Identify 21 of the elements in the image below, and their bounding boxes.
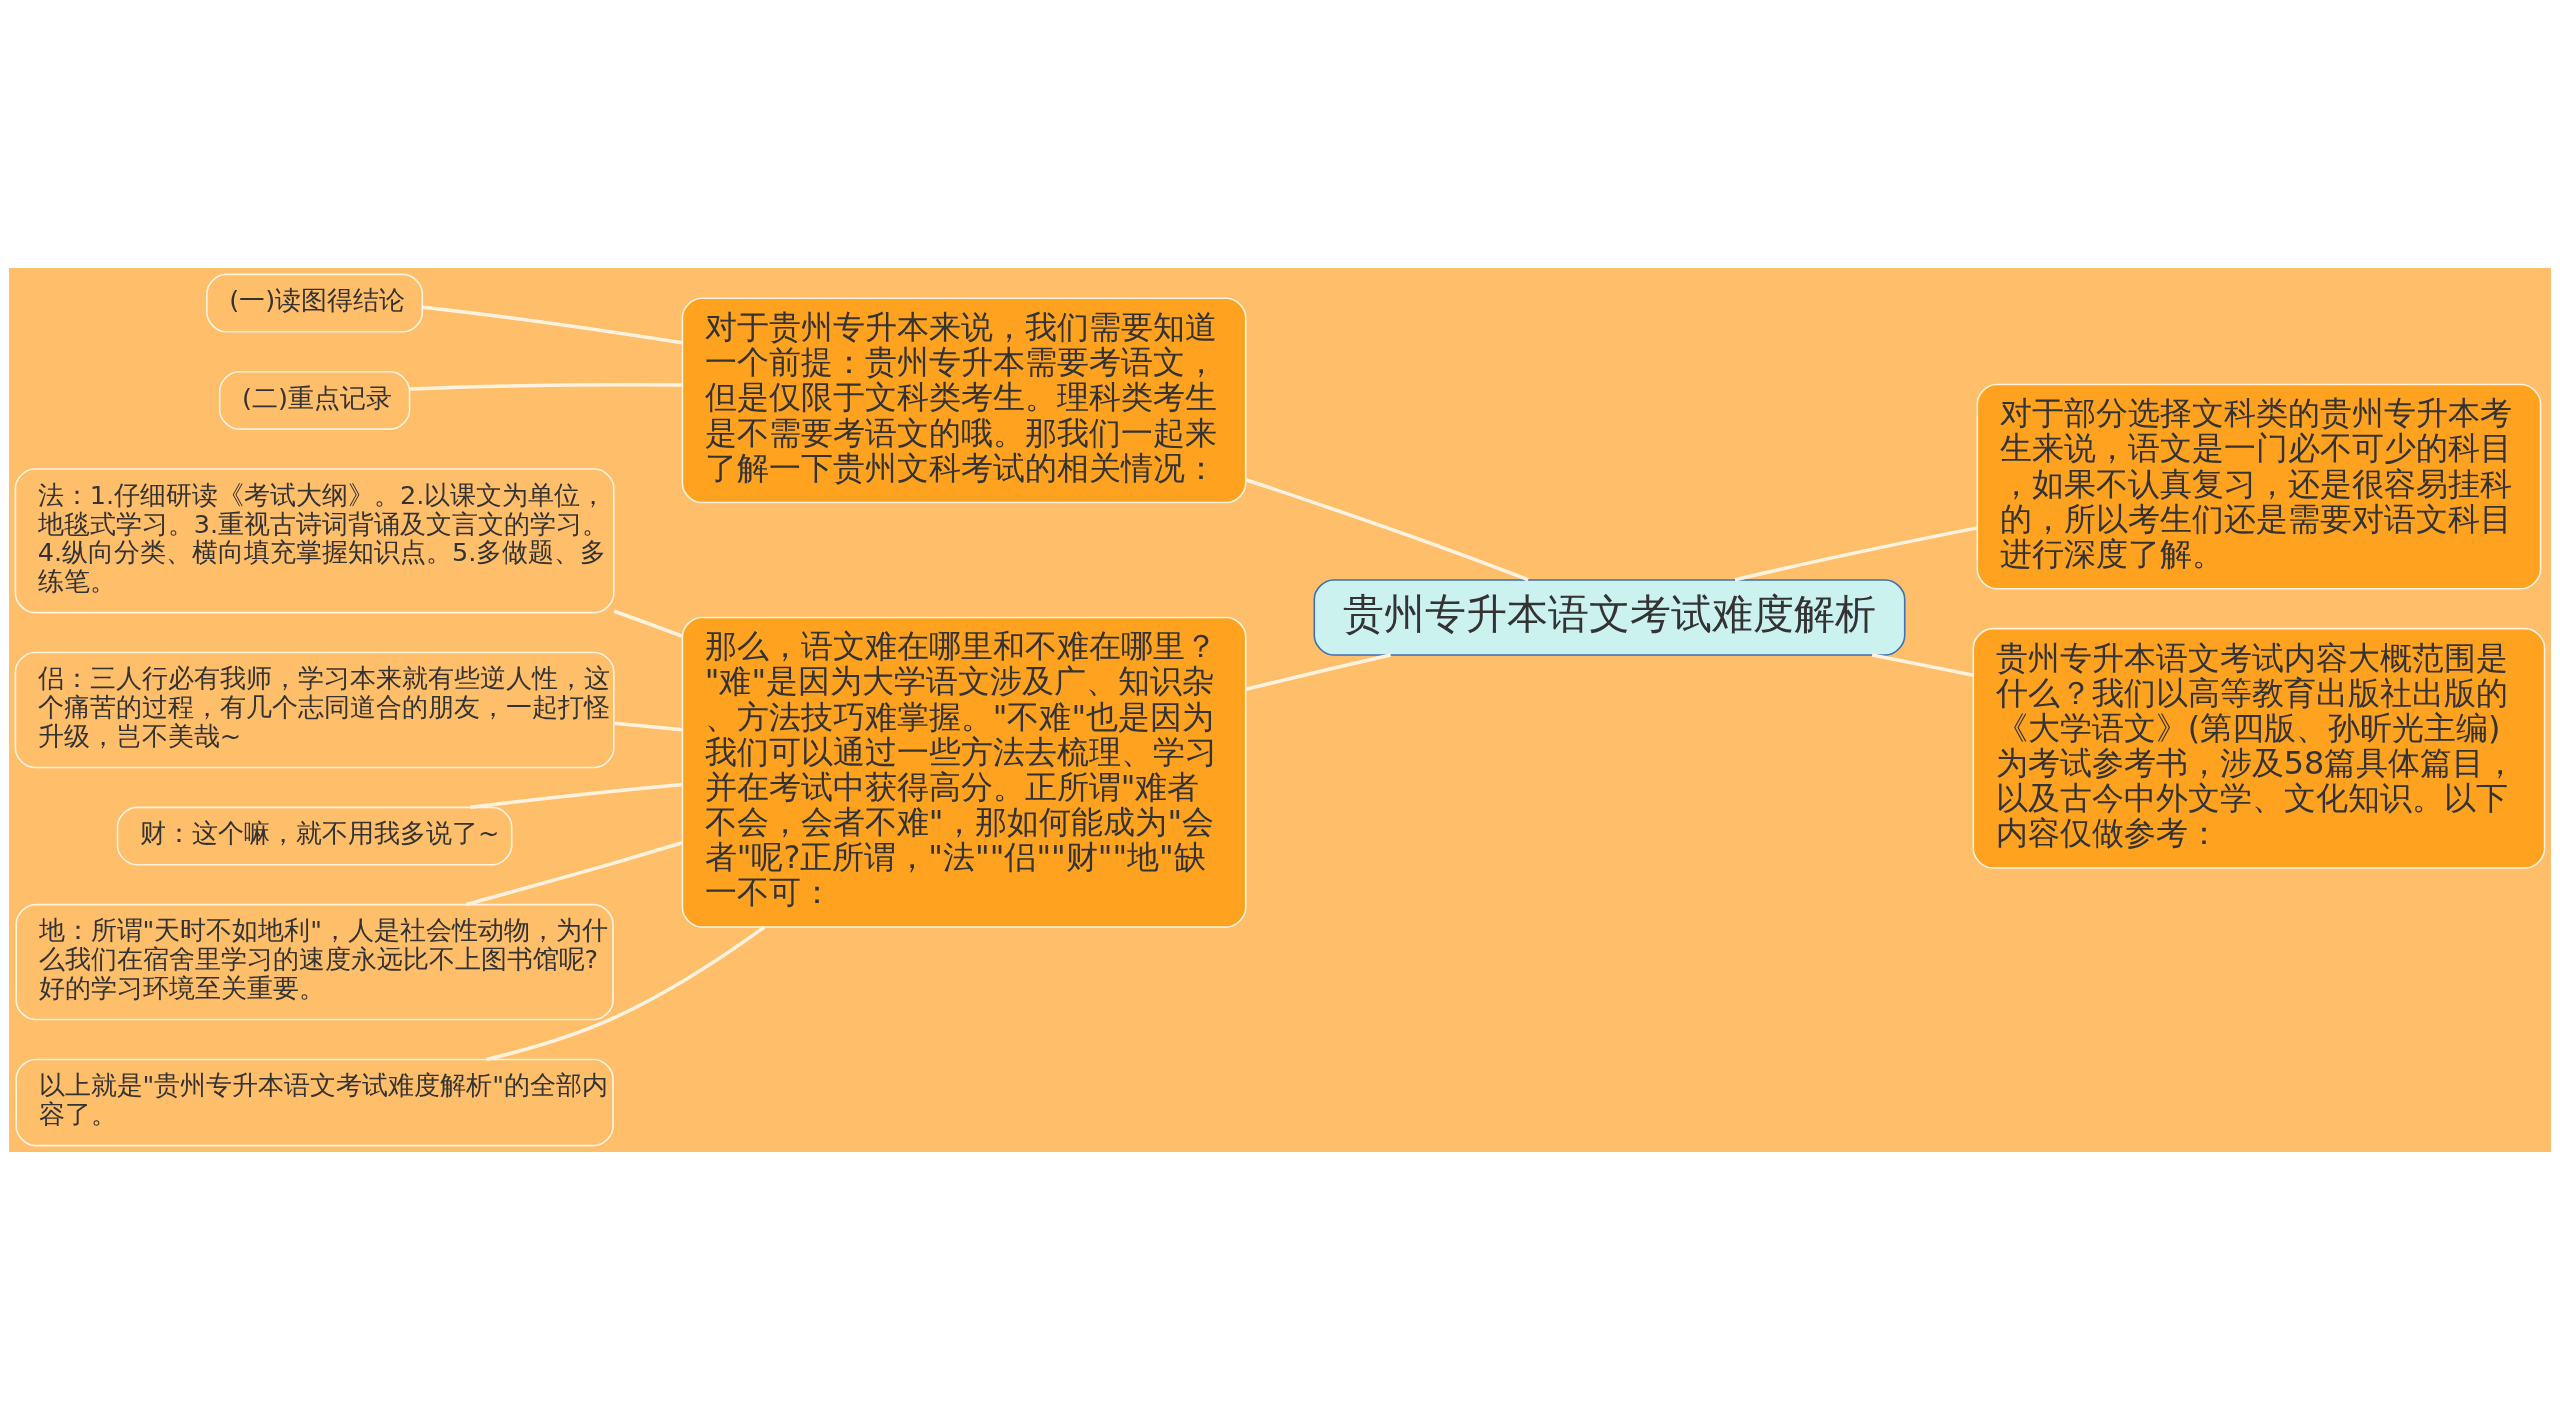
node-box: 贵州专升本语文考试内容大概范围是什么？我们以高等教育出版社出版的《大学语文》(第四版、孙昕光主编)为考试参考书，涉及58篇具体篇目，以及古今中外文学、文化知识。以下内容仅做参考： xyxy=(1972,627,2546,869)
node-box: 财：这个嘛，就不用我多说了~ xyxy=(116,806,513,866)
connector xyxy=(470,782,683,810)
node-box: (二)重点记录 xyxy=(218,370,411,430)
connector xyxy=(614,721,683,732)
connector xyxy=(1245,478,1529,582)
node-box: 贵州专升本语文考试难度解析 xyxy=(1313,579,1906,656)
node-box: 那么，语文难在哪里和不难在哪里？"难"是因为大学语文涉及广、知识杂、方法技巧难掌握。"不难"也是因为我们可以通过一些方法去梳理、学习并在考试中获得高分。正所谓"难者不会，会者不难"，那如何能成为"会者"呢?正所谓，"法""侣""财""地"缺一不可： xyxy=(681,616,1247,928)
connector xyxy=(1734,526,1978,582)
connector xyxy=(1245,653,1392,691)
connector xyxy=(613,609,683,638)
connector xyxy=(410,383,683,391)
node-box: 侣：三人行必有我师，学习本来就有些逆人性，这个痛苦的过程，有几个志同道合的朋友，一起打怪升级，岂不美哉~ xyxy=(14,651,615,769)
node-box: 法：1.仔细研读《考试大纲》。2.以课文为单位，地毯式学习。3.重视古诗词背诵及文言文的学习。4.纵向分类、横向填充掌握知识点。5.多做题、多练笔。 xyxy=(14,468,615,614)
node-box: 对于部分选择文科类的贵州专升本考生来说，语文是一门必不可少的科目，如果不认真复习，还是很容易挂科的，所以考生们还是需要对语文科目进行深度了解。 xyxy=(1976,383,2542,590)
connector xyxy=(1871,653,1974,678)
node-box: 地：所谓"天时不如地利"，人是社会性动物，为什么我们在宿舍里学习的速度永远比不上图书馆呢?好的学习环境至关重要。 xyxy=(15,903,614,1021)
node-box: (一)读图得结论 xyxy=(206,273,424,333)
connector xyxy=(422,305,683,345)
node-box: 对于贵州专升本来说，我们需要知道一个前提：贵州专升本需要考语文，但是仅限于文科类考生。理科类考生是不需要考语文的哦。那我们一起来了解一下贵州文科考试的相关情况： xyxy=(681,297,1247,504)
node-box: 以上就是"贵州专升本语文考试难度解析"的全部内容了。 xyxy=(15,1058,614,1147)
